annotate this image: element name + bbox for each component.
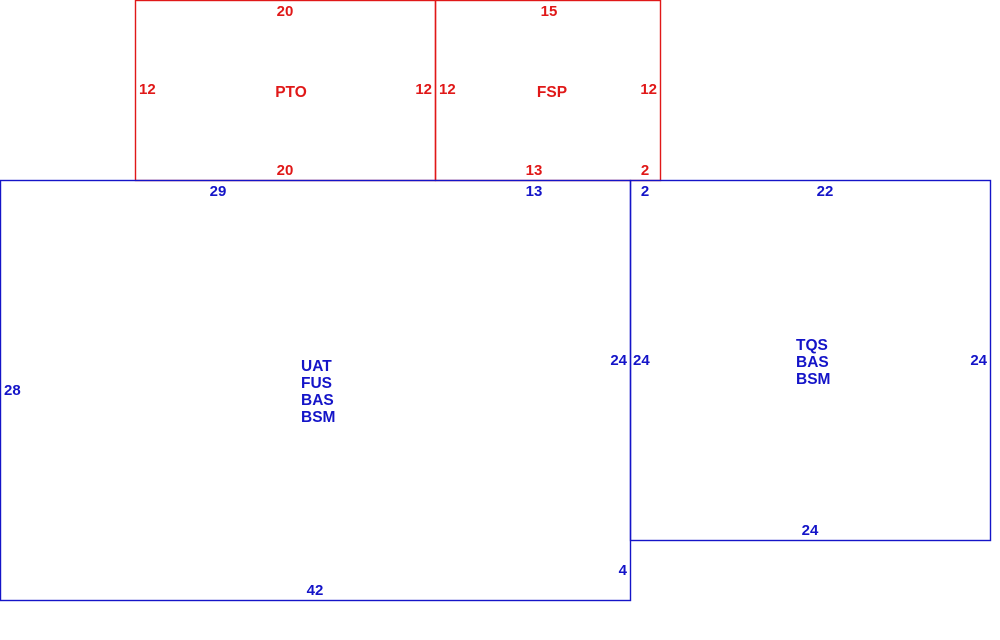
pto-dim-bottom: 20 <box>277 162 294 179</box>
uat-dim-right: 24 <box>610 352 627 369</box>
pto-dim-left: 12 <box>139 81 156 98</box>
fsp-dim-top: 15 <box>541 3 558 20</box>
tqs-label-line-2: BAS <box>796 354 829 371</box>
fsp-label: FSP <box>537 84 567 101</box>
uat-label-line-3: BAS <box>301 392 334 409</box>
uat-dim-bottom: 42 <box>307 582 324 599</box>
uat-dim-left: 28 <box>4 382 21 399</box>
upper-floor-group: 20 12 12 20 PTO 15 12 12 13 2 FSP <box>134 0 662 182</box>
fsp-dim-bottom: 13 <box>526 162 543 179</box>
pto-label: PTO <box>275 84 307 101</box>
tqs-outline <box>629 179 992 542</box>
uat-dim-top: 29 <box>210 183 227 200</box>
tqs-dim-right: 24 <box>970 352 987 369</box>
tqs-label-line-1: TQS <box>796 337 828 354</box>
tqs-dim-bottom: 24 <box>802 522 819 539</box>
pto-dim-right: 12 <box>415 81 432 98</box>
uat-labels: UAT FUS BAS BSM <box>301 358 335 426</box>
fsp-dim-right: 12 <box>640 81 657 98</box>
fsp-dim-bottom-jog: 2 <box>641 162 649 179</box>
tqs-dim-top-jog: 2 <box>641 183 649 200</box>
tqs-labels: TQS BAS BSM <box>796 337 830 388</box>
uat-label-line-2: FUS <box>301 375 332 392</box>
tqs-dim-left: 24 <box>633 352 650 369</box>
fsp-dim-left: 12 <box>439 81 456 98</box>
uat-label-line-1: UAT <box>301 358 332 375</box>
pto-dim-top: 20 <box>277 3 294 20</box>
uat-label-line-4: BSM <box>301 409 335 426</box>
tqs-dim-top: 22 <box>817 183 834 200</box>
uat-dim-top-right: 13 <box>526 183 543 200</box>
tqs-label-line-3: BSM <box>796 371 830 388</box>
lower-floor-group: 29 13 28 24 4 42 UAT FUS BAS BSM 2 22 24… <box>0 179 992 602</box>
uat-dim-right-jog: 4 <box>619 562 628 579</box>
